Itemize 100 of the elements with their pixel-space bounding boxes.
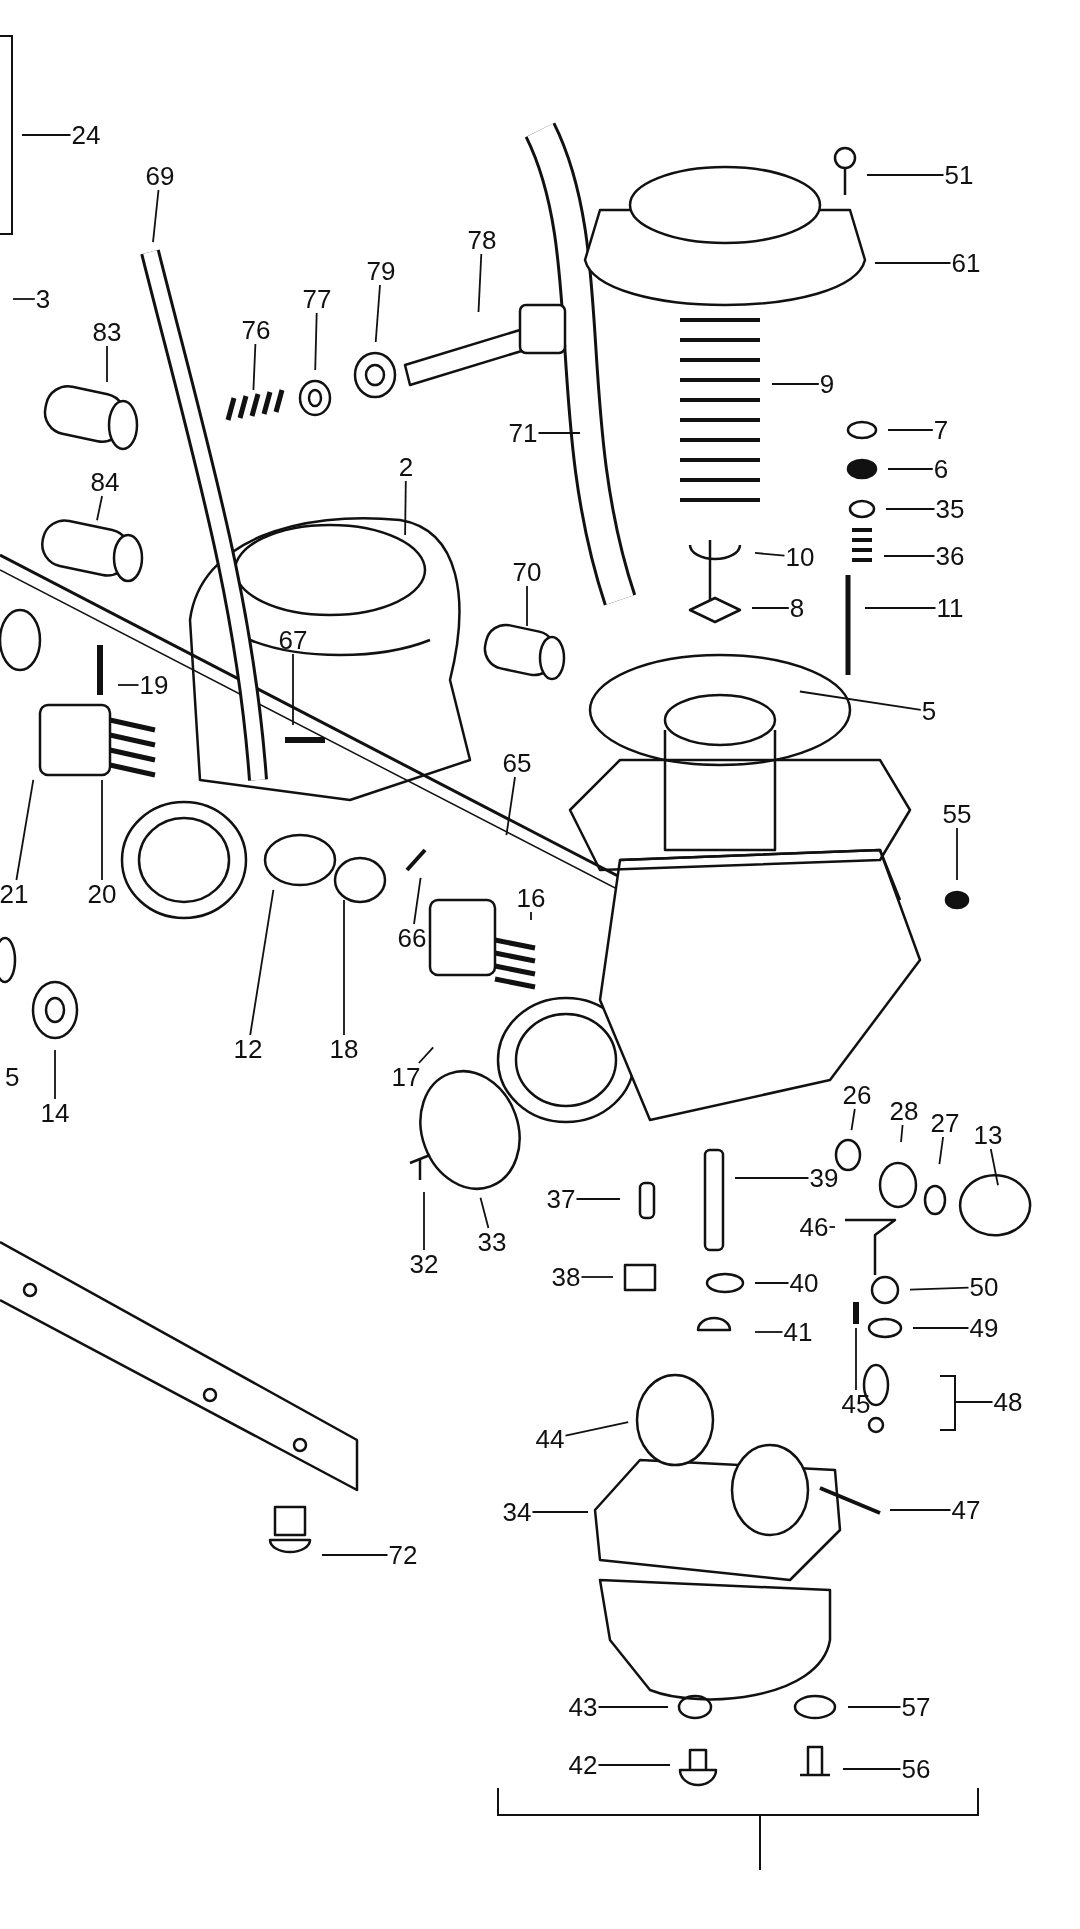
callout-number: 27 <box>929 1109 961 1137</box>
leader-line <box>54 1049 56 1100</box>
callout-number: 76 <box>240 316 272 344</box>
callout-number: 3 <box>34 285 52 313</box>
leader-line <box>404 480 407 536</box>
callout-number: 20 <box>86 880 118 908</box>
leader-line <box>96 495 103 522</box>
callout-number: 9 <box>818 370 836 398</box>
leader-line <box>799 690 922 711</box>
leader-line <box>479 1196 490 1229</box>
leader-line <box>754 1282 790 1284</box>
leader-line <box>252 343 257 391</box>
leader-line <box>580 1276 614 1278</box>
leader-line <box>956 827 958 881</box>
callout-number: 57 <box>900 1693 932 1721</box>
callout-number: 2 <box>397 453 415 481</box>
callout-number: 34 <box>501 1498 533 1526</box>
leader-line <box>900 1124 904 1143</box>
leader-line <box>887 468 934 470</box>
leader-line <box>842 1768 902 1770</box>
leader-line <box>866 174 945 176</box>
callout-number: 39 <box>808 1164 840 1192</box>
leader-line <box>855 1327 857 1391</box>
callout-number: 35 <box>934 495 966 523</box>
callout-number: 33 <box>476 1228 508 1256</box>
leader-line <box>505 776 516 836</box>
callout-number: 70 <box>511 558 543 586</box>
leader-line <box>883 555 936 557</box>
leader-line <box>874 262 952 264</box>
leader-line <box>15 779 35 881</box>
callout-number: 40 <box>788 1269 820 1297</box>
callout-number: 56 <box>900 1755 932 1783</box>
leader-line <box>21 134 72 136</box>
callout-number: 67 <box>277 626 309 654</box>
callout-number: 12 <box>232 1035 264 1063</box>
leader-line <box>477 253 483 313</box>
leader-line <box>754 552 786 557</box>
leader-line <box>292 653 294 726</box>
leader-line <box>117 684 140 686</box>
leader-line <box>938 1136 944 1165</box>
callout-number: 5 <box>920 697 938 725</box>
leader-line <box>418 1046 435 1064</box>
leader-line <box>864 607 937 609</box>
callout-number: 32 <box>408 1250 440 1278</box>
leader-line <box>751 607 790 609</box>
callout-number: 61 <box>950 249 982 277</box>
leader-line <box>889 1509 952 1511</box>
leader-line <box>828 1226 836 1228</box>
leader-line <box>526 585 528 627</box>
callout-number: 18 <box>328 1035 360 1063</box>
leader-line <box>12 298 36 300</box>
leader-line <box>887 429 934 431</box>
leader-line <box>847 1706 902 1708</box>
leader-line <box>101 779 103 881</box>
leader-line <box>314 312 318 371</box>
leader-line <box>531 1511 589 1513</box>
leader-line <box>597 1764 671 1766</box>
callout-number: 51 <box>943 161 975 189</box>
callout-number: 26 <box>841 1081 873 1109</box>
callout-number: 45 <box>840 1390 872 1418</box>
callout-number: 83 <box>91 318 123 346</box>
leader-line <box>912 1327 970 1329</box>
callout-number: 84 <box>89 468 121 496</box>
callout-number: 55 <box>941 800 973 828</box>
callout-number: 71 <box>507 419 539 447</box>
callout-number: 24 <box>70 121 102 149</box>
callout-number: 65 <box>501 749 533 777</box>
callout-number: 38 <box>550 1263 582 1291</box>
callout-number: 69 <box>144 162 176 190</box>
callout-number: 46 <box>798 1213 830 1241</box>
callout-number: 37 <box>545 1185 577 1213</box>
leader-line <box>575 1198 621 1200</box>
leader-line <box>597 1706 669 1708</box>
callout-number: 43 <box>567 1693 599 1721</box>
leader-line <box>955 1401 994 1403</box>
callout-number: 41 <box>782 1318 814 1346</box>
callout-number: 5 <box>4 1063 21 1091</box>
leader-line <box>850 1108 856 1131</box>
callout-number: 13 <box>972 1121 1004 1149</box>
leader-line <box>106 345 108 383</box>
callout-number: 17 <box>390 1063 422 1091</box>
leader-line <box>530 911 532 921</box>
leader-line <box>537 432 581 434</box>
callout-number: 28 <box>888 1097 920 1125</box>
leader-line <box>754 1331 784 1333</box>
callout-number: 66 <box>396 924 428 952</box>
callout-number: 7 <box>932 416 950 444</box>
callout-number: 42 <box>567 1751 599 1779</box>
leader-line <box>423 1191 425 1251</box>
callout-number: 36 <box>934 542 966 570</box>
leader-line <box>909 1286 970 1291</box>
leader-line <box>989 1148 999 1187</box>
callout-number: 48 <box>992 1388 1024 1416</box>
leader-line <box>343 899 345 1036</box>
callout-number: 16 <box>515 884 547 912</box>
callout-number: 49 <box>968 1314 1000 1342</box>
leader-line <box>734 1177 810 1179</box>
callout-number: 47 <box>950 1496 982 1524</box>
callout-number: 14 <box>39 1099 71 1127</box>
callout-number: 78 <box>466 226 498 254</box>
